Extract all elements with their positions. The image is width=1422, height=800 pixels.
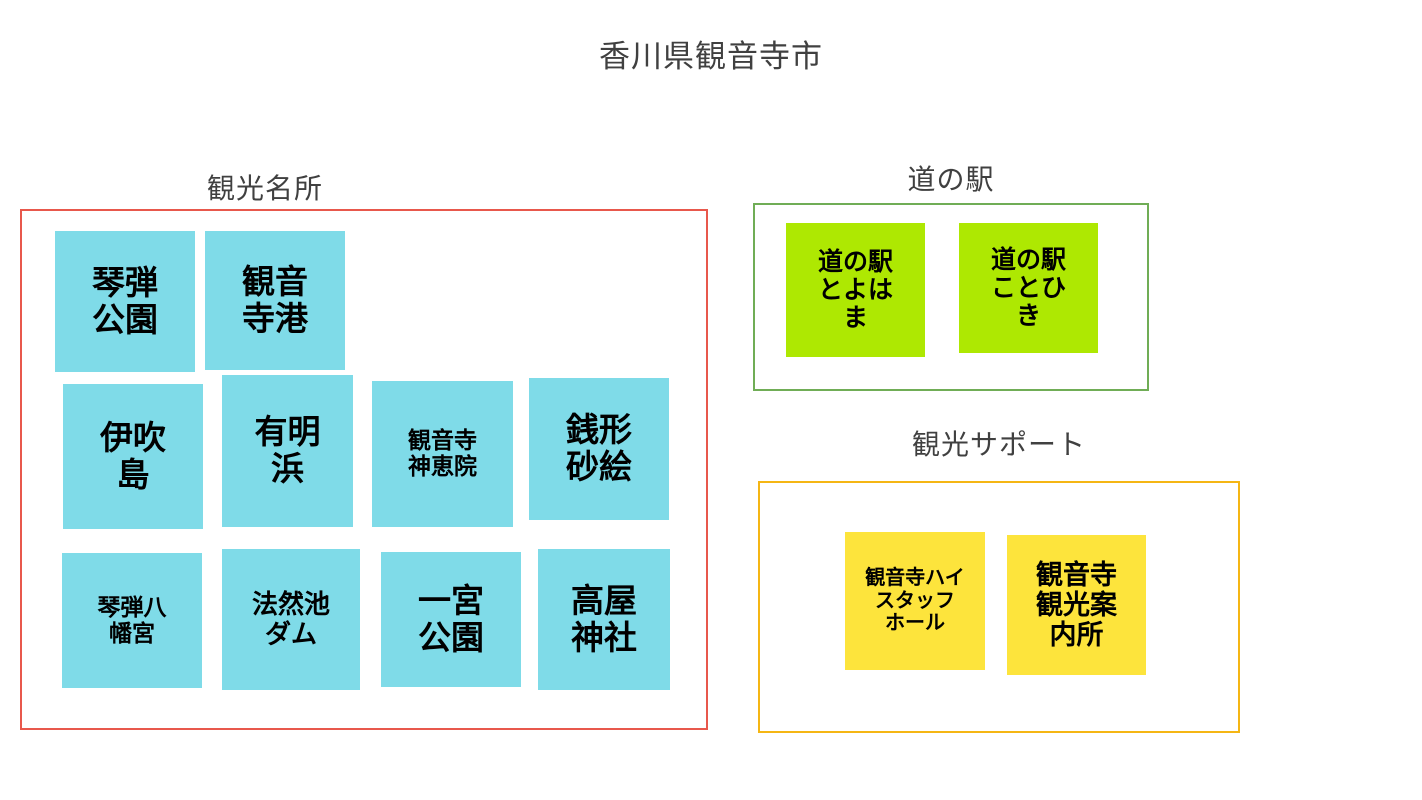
card-sightseeing-6[interactable]: 銭形 砂絵 [529,378,669,520]
group-header-roadside-stations: 道の駅 [907,164,995,195]
card-sightseeing-8[interactable]: 法然池 ダム [222,549,360,690]
card-roadside-stations-1[interactable]: 道の駅 とよは ま [786,223,925,357]
card-roadside-stations-2[interactable]: 道の駅 ことひ き [959,223,1098,353]
card-sightseeing-7[interactable]: 琴弾八 幡宮 [62,553,202,688]
card-sightseeing-4[interactable]: 有明 浜 [222,375,353,527]
page-title: 香川県観音寺市 [599,39,823,74]
card-sightseeing-9[interactable]: 一宮 公園 [381,552,521,687]
group-header-sightseeing: 観光名所 [206,173,323,204]
card-sightseeing-2[interactable]: 観音 寺港 [205,231,345,370]
card-sightseeing-3[interactable]: 伊吹 島 [63,384,203,529]
card-sightseeing-5[interactable]: 観音寺 神恵院 [372,381,513,527]
group-header-tourism-support: 観光サポート [911,429,1086,460]
card-sightseeing-1[interactable]: 琴弾 公園 [55,231,195,372]
card-sightseeing-10[interactable]: 高屋 神社 [538,549,670,690]
card-tourism-support-2[interactable]: 観音寺 観光案 内所 [1007,535,1146,675]
card-tourism-support-1[interactable]: 観音寺ハイ スタッフ ホール [845,532,985,670]
group-panel-tourism-support [758,481,1240,733]
